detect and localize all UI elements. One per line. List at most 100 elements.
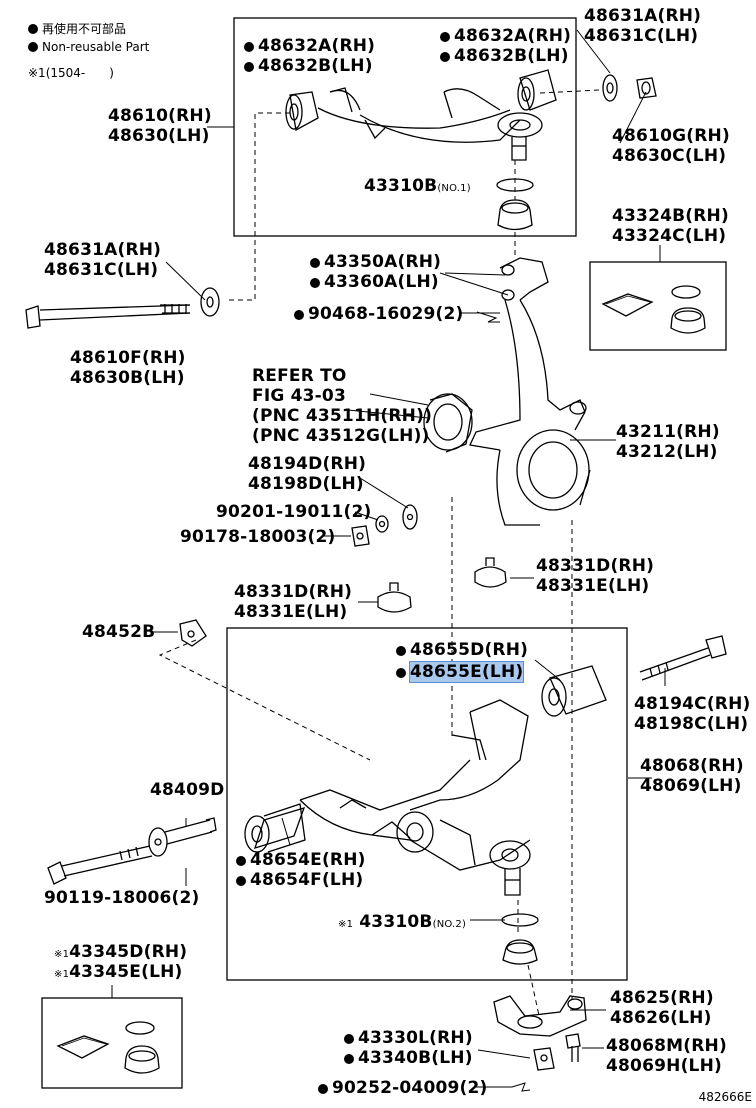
label-48069-lh[interactable]: 48069(LH) xyxy=(640,776,742,796)
label-48654e-rh[interactable]: 48654E(RH) xyxy=(236,850,366,870)
label-43345d-rh[interactable]: ※143345D(RH) xyxy=(54,942,188,962)
label-48331e-lh-right[interactable]: 48331E(LH) xyxy=(536,576,650,596)
bump-stopper-right xyxy=(474,557,507,588)
label-48631c-lh-top[interactable]: 48631C(LH) xyxy=(584,26,699,46)
non-reusable-dot-icon xyxy=(310,258,320,268)
label-48331e-lh-left[interactable]: 48331E(LH) xyxy=(234,602,348,622)
cam-plate xyxy=(402,504,418,530)
non-reusable-dot-icon xyxy=(440,52,450,62)
non-reusable-dot-icon xyxy=(244,42,254,52)
label-48625-rh[interactable]: 48625(RH) xyxy=(610,988,714,1008)
non-reusable-dot-icon xyxy=(244,62,254,72)
upper-bushing-left xyxy=(285,91,319,132)
label-43360a-lh[interactable]: 43360A(LH) xyxy=(310,272,439,292)
label-48610f-rh[interactable]: 48610F(RH) xyxy=(70,348,186,368)
cotter-pin-lower xyxy=(511,1082,531,1092)
label-48632b-lh[interactable]: 48632B(LH) xyxy=(244,56,373,76)
label-fig-43-03[interactable]: FIG 43-03 xyxy=(252,386,346,406)
label-48655e-lh[interactable]: 48655E(LH) xyxy=(396,661,525,683)
label-48452b[interactable]: 48452B xyxy=(82,622,156,642)
label-48194c-rh[interactable]: 48194C(RH) xyxy=(634,694,751,714)
label-48194d-rh[interactable]: 48194D(RH) xyxy=(248,454,367,474)
label-90178-18003[interactable]: 90178-18003(2) xyxy=(180,527,336,547)
snap-ring-upper xyxy=(496,178,534,192)
label-48610g-rh[interactable]: 48610G(RH) xyxy=(612,126,730,146)
label-90201-19011[interactable]: 90201-19011(2) xyxy=(216,502,372,522)
label-43310b-no2[interactable]: ※1 43310B(NO.2) xyxy=(338,912,467,932)
label-48632a-rh-2[interactable]: 48632A(RH) xyxy=(440,26,571,46)
boot-lower xyxy=(502,939,538,965)
label-90119-18006[interactable]: 90119-18006(2) xyxy=(44,888,200,908)
label-48068m-rh[interactable]: 48068M(RH) xyxy=(606,1036,727,1056)
cam-bolt-right xyxy=(639,635,727,681)
label-43330l-rh[interactable]: 43330L(RH) xyxy=(344,1028,473,1048)
legend-ja-text: 再使用不可部品 xyxy=(42,22,127,36)
label-48631a-rh-mid[interactable]: 48631A(RH) xyxy=(44,240,162,260)
nut-top xyxy=(636,77,657,99)
label-43340b-lh[interactable]: 43340B(LH) xyxy=(344,1048,473,1068)
label-48409d[interactable]: 48409D xyxy=(150,780,225,800)
label-48630c-lh[interactable]: 48630C(LH) xyxy=(612,146,727,166)
non-reusable-dot-icon xyxy=(344,1054,354,1064)
label-48069h-lh[interactable]: 48069H(LH) xyxy=(606,1056,722,1076)
non-reusable-dot-icon xyxy=(28,42,38,52)
washer-mid xyxy=(200,287,220,317)
label-48654f-lh[interactable]: 48654F(LH) xyxy=(236,870,363,890)
part-48409d xyxy=(148,817,217,857)
non-reusable-dot-icon xyxy=(236,876,246,886)
washer-90201 xyxy=(375,515,389,533)
label-48631a-rh-top[interactable]: 48631A(RH) xyxy=(584,6,702,26)
label-43350a-rh[interactable]: 43350A(RH) xyxy=(310,252,441,272)
part-48452b xyxy=(179,619,207,647)
bracket-bolt xyxy=(565,1033,581,1062)
label-48655d-rh[interactable]: 48655D(RH) xyxy=(396,640,528,660)
non-reusable-dot-icon xyxy=(344,1034,354,1044)
label-48068-rh[interactable]: 48068(RH) xyxy=(640,756,744,776)
label-43212-lh[interactable]: 43212(LH) xyxy=(616,442,718,462)
lower-bushing-rear xyxy=(541,665,607,717)
label-90468-16029[interactable]: 90468-16029(2) xyxy=(294,304,464,324)
nut-90178 xyxy=(351,525,370,547)
label-48198c-lh[interactable]: 48198C(LH) xyxy=(634,714,749,734)
label-48198d-lh[interactable]: 48198D(LH) xyxy=(248,474,364,494)
label-48632a-rh[interactable]: 48632A(RH) xyxy=(244,36,375,56)
label-48632b-lh-2[interactable]: 48632B(LH) xyxy=(440,46,569,66)
label-48631c-lh-mid[interactable]: 48631C(LH) xyxy=(44,260,159,280)
label-90252-04009[interactable]: 90252-04009(2) xyxy=(318,1078,488,1098)
lower-bushing-front xyxy=(244,803,306,853)
upper-arm xyxy=(317,87,543,161)
label-48630b-lh[interactable]: 48630B(LH) xyxy=(70,368,185,388)
boot-kit-frame-top xyxy=(589,261,727,351)
long-bolt-lower xyxy=(47,845,153,885)
non-reusable-dot-icon xyxy=(28,24,38,34)
label-48626-lh[interactable]: 48626(LH) xyxy=(610,1008,712,1028)
label-48331d-rh-right[interactable]: 48331D(RH) xyxy=(536,556,655,576)
legend-ja: 再使用不可部品 xyxy=(28,20,126,37)
lower-arm-frame xyxy=(226,627,628,981)
non-reusable-dot-icon xyxy=(396,668,406,678)
label-43324b-rh[interactable]: 43324B(RH) xyxy=(612,206,729,226)
steering-knuckle xyxy=(469,257,591,526)
label-43324c-lh[interactable]: 43324C(LH) xyxy=(612,226,727,246)
long-bolt-upper xyxy=(25,304,191,329)
label-48655e-lh-highlight: 48655E(LH) xyxy=(408,661,525,683)
label-48610-rh[interactable]: 48610(RH) xyxy=(108,106,212,126)
label-pnc-43512g: (PNC 43512G(LH)) xyxy=(252,426,430,446)
upper-arm-frame xyxy=(233,17,577,237)
knuckle-arm-bracket xyxy=(493,995,587,1037)
legend-en-text: Non-reusable Part xyxy=(42,40,150,54)
lower-arm xyxy=(299,699,531,896)
dashed-lines xyxy=(158,89,601,1021)
label-43345e-lh[interactable]: ※143345E(LH) xyxy=(54,962,183,982)
label-48630-lh[interactable]: 48630(LH) xyxy=(108,126,210,146)
label-43310b-no1[interactable]: 43310B(NO.1) xyxy=(364,176,471,196)
label-43211-rh[interactable]: 43211(RH) xyxy=(616,422,720,442)
boot-upper xyxy=(497,199,533,231)
castle-nut xyxy=(533,1047,555,1071)
upper-bushing-right xyxy=(517,69,557,111)
boot-kit-contents-bottom xyxy=(56,1021,160,1074)
label-48331d-rh-left[interactable]: 48331D(RH) xyxy=(234,582,353,602)
non-reusable-dot-icon xyxy=(294,310,304,320)
